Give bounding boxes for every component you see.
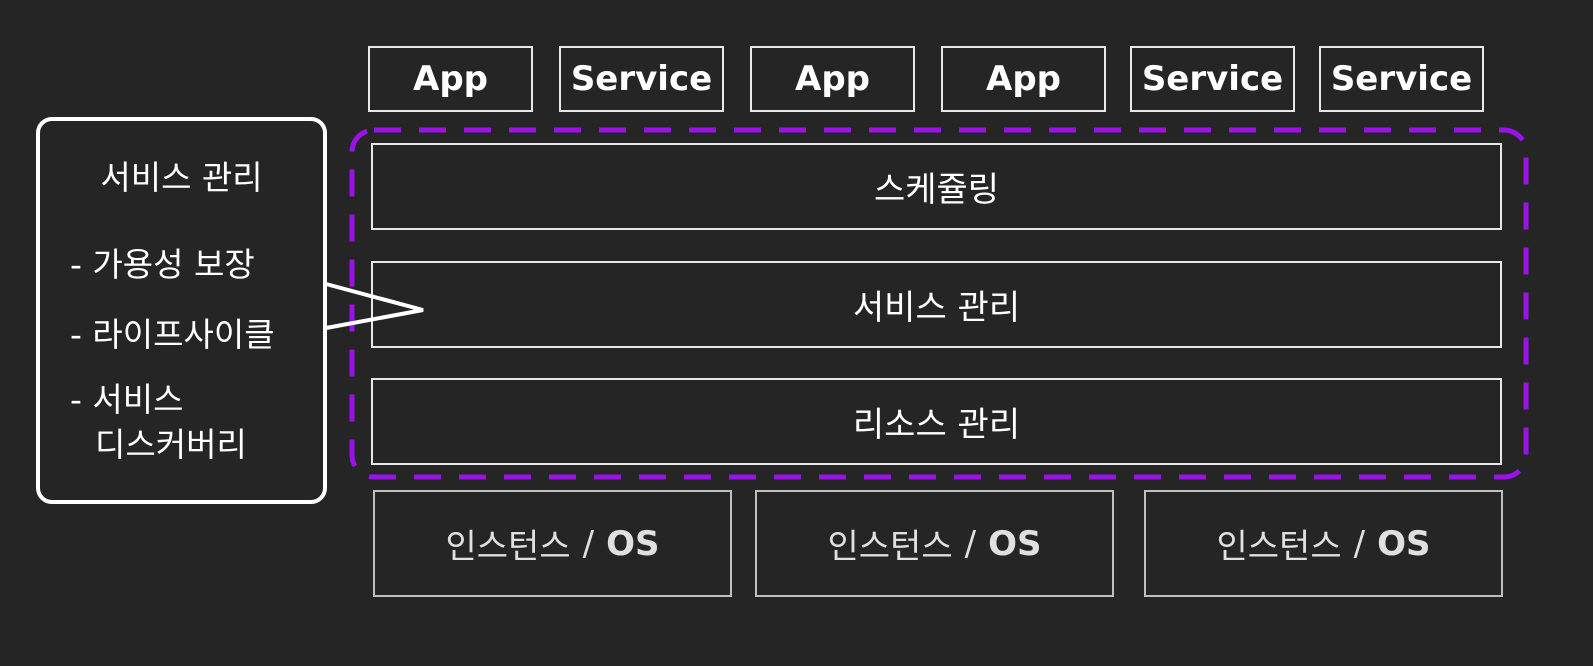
top-box-service-3: Service [1319,46,1484,112]
os-label: OS [1377,523,1431,564]
callout-title: 서비스 관리 [100,158,263,197]
top-box-service-2: Service [1130,46,1295,112]
instance-label: 인스턴스 [445,527,571,567]
top-box-label: Service [1141,59,1284,99]
top-box-service-1: Service [559,46,724,112]
top-box-label: App [986,59,1061,99]
top-box-app-1: App [368,46,533,112]
top-box-app-3: App [941,46,1106,112]
layer-label: 서비스 관리 [852,288,1021,328]
layer-service-management: 서비스 관리 [371,261,1502,348]
instance-label: 인스턴스 [1216,527,1342,567]
top-box-label: App [413,59,488,99]
instance-os-box-1: 인스턴스 / OS [373,490,732,597]
top-box-label: Service [570,59,713,99]
callout-item-service: - 서비스 [70,380,184,419]
layer-resource-management: 리소스 관리 [371,378,1502,465]
callout-item-availability: - 가용성 보장 [70,245,255,284]
os-label: OS [606,523,660,564]
os-label: OS [988,523,1042,564]
layer-label: 리소스 관리 [852,405,1021,445]
instance-slash: / [1353,523,1366,564]
top-box-app-2: App [750,46,915,112]
instance-os-box-3: 인스턴스 / OS [1144,490,1503,597]
callout-item-lifecycle: - 라이프사이클 [70,315,275,354]
instance-slash: / [964,523,977,564]
layer-scheduling: 스케쥴링 [371,143,1502,230]
instance-label: 인스턴스 [827,527,953,567]
top-box-label: App [795,59,870,99]
top-box-label: Service [1330,59,1473,99]
layer-label: 스케쥴링 [873,170,1000,210]
service-management-callout: 서비스 관리 - 가용성 보장 - 라이프사이클 - 서비스 디스커버리 [36,117,327,504]
callout-item-discovery: 디스커버리 [95,425,247,464]
instance-slash: / [582,523,595,564]
instance-os-box-2: 인스턴스 / OS [755,490,1114,597]
